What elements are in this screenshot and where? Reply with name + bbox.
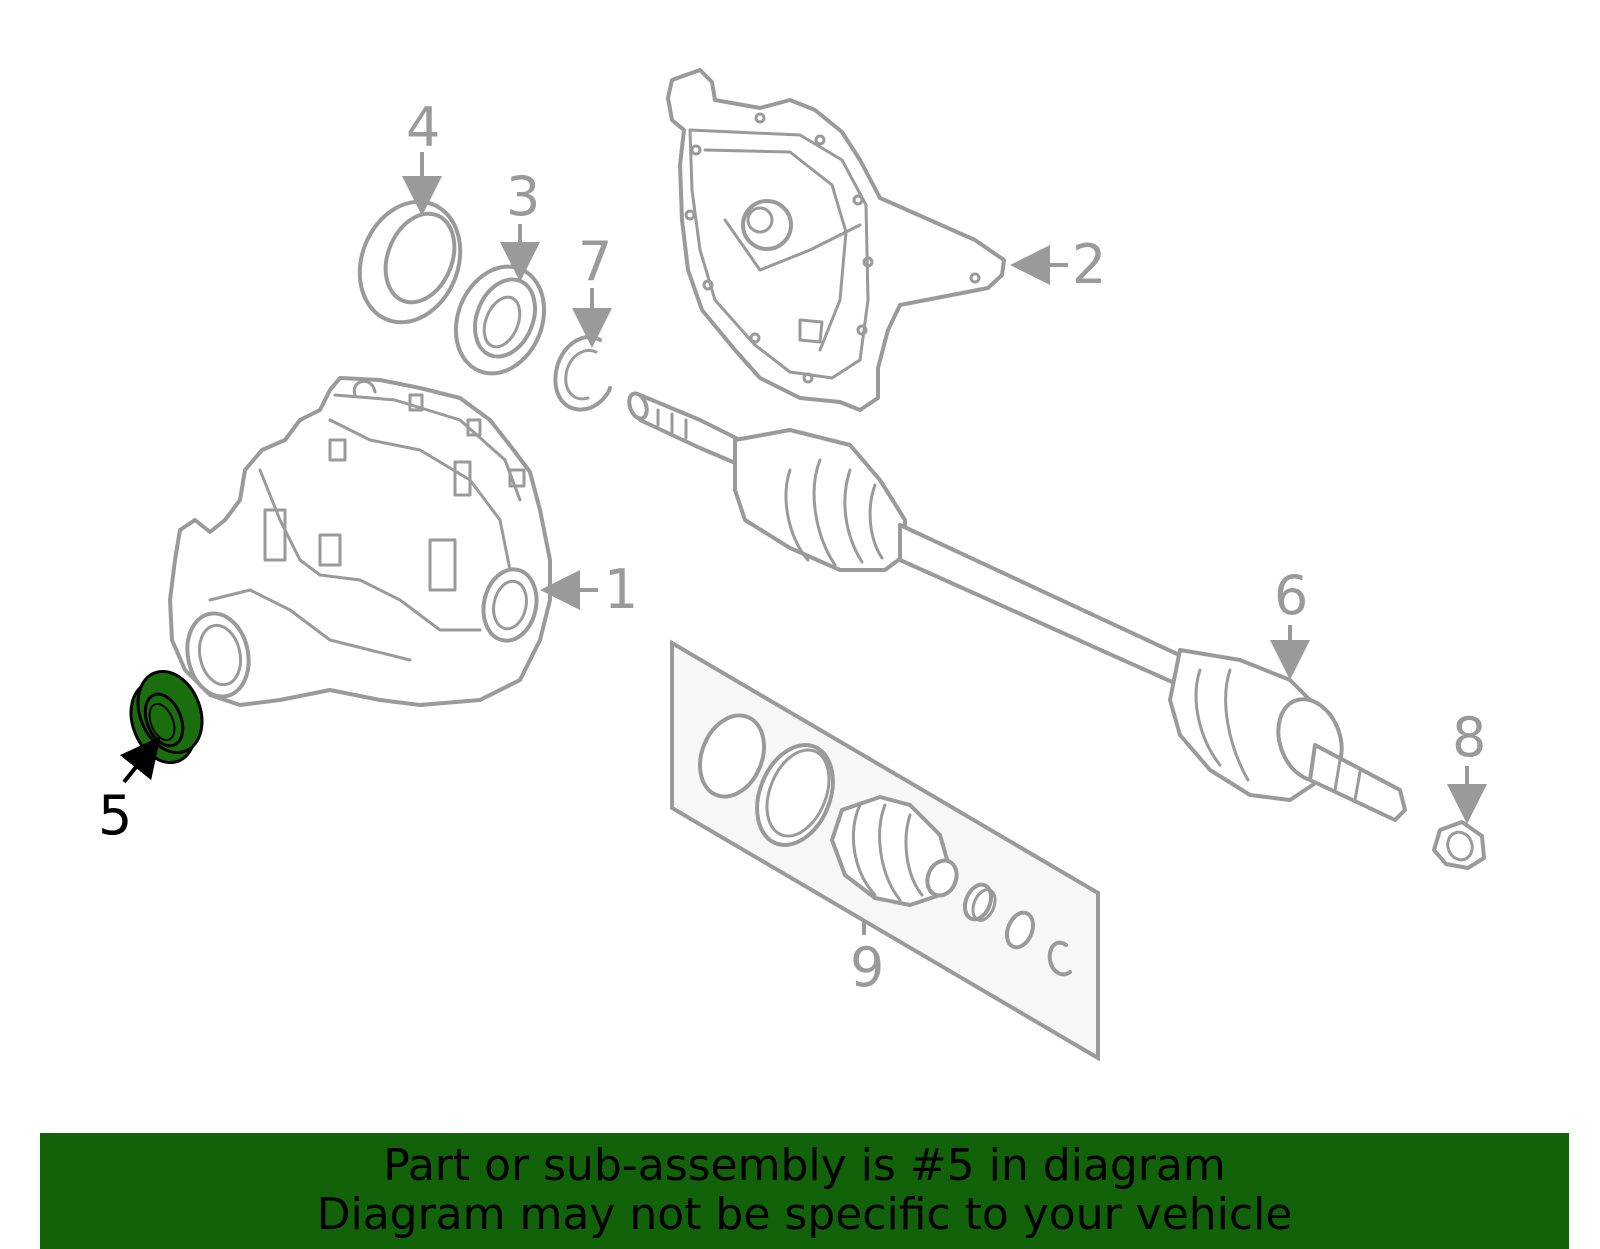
callout-4[interactable]: 4 <box>402 96 442 216</box>
callout-7-label: 7 <box>578 230 612 293</box>
banner-line-1: Part or sub-assembly is #5 in diagram <box>383 1140 1226 1191</box>
part-1-differential-housing[interactable] <box>168 376 552 707</box>
part-7-snap-ring[interactable] <box>553 334 612 412</box>
callout-6-label: 6 <box>1274 564 1308 627</box>
callout-9[interactable]: 9 <box>850 920 884 999</box>
callout-2[interactable]: 2 <box>1010 233 1106 296</box>
part-6-axle-shaft[interactable] <box>626 391 1407 822</box>
callout-2-label: 2 <box>1072 233 1106 296</box>
info-banner: Part or sub-assembly is #5 in diagram Di… <box>40 1133 1569 1249</box>
callout-3[interactable]: 3 <box>500 165 540 282</box>
part-9-boot-kit[interactable] <box>670 639 1100 1062</box>
banner-line-2: Diagram may not be specific to your vehi… <box>316 1189 1293 1240</box>
callout-5-label: 5 <box>98 784 132 847</box>
part-2-cover-plate[interactable] <box>666 68 1006 412</box>
callout-8-label: 8 <box>1452 706 1486 769</box>
part-8-nut[interactable] <box>1432 820 1486 870</box>
callout-8[interactable]: 8 <box>1447 706 1487 824</box>
callout-3-label: 3 <box>506 165 540 228</box>
callout-9-label: 9 <box>850 936 884 999</box>
callout-6[interactable]: 6 <box>1270 564 1310 680</box>
callout-1[interactable]: 1 <box>540 558 638 621</box>
callout-5[interactable]: 5 <box>98 736 161 847</box>
callout-7[interactable]: 7 <box>572 230 612 348</box>
callout-1-label: 1 <box>604 558 638 621</box>
part-3-bearing[interactable] <box>440 253 559 386</box>
callout-4-label: 4 <box>406 96 440 159</box>
